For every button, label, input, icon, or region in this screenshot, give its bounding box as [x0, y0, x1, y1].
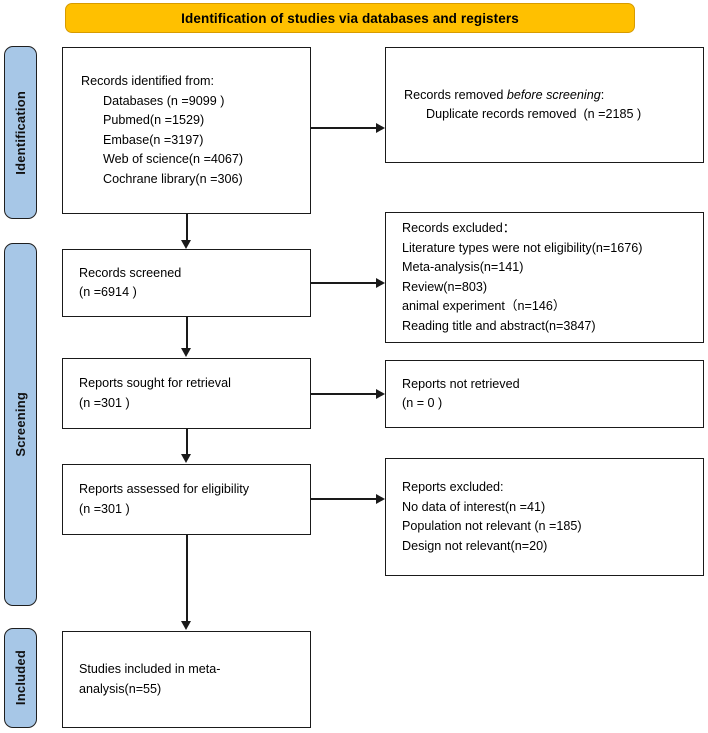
stage-label-included-text: Included: [13, 650, 28, 706]
records-removed-line-1-suffix: :: [600, 87, 605, 102]
connector-screened-to-excluded: [311, 282, 376, 284]
records-identified-line-2: Databases (n =9099 ): [103, 93, 225, 108]
box-records-screened: Records screened (n =6914 ): [62, 249, 311, 317]
arrowhead-sought-to-not-retrieved: [376, 388, 385, 399]
records-excluded-line-2: Literature types were not eligibility(n=…: [402, 240, 643, 255]
box-records-excluded-content: Records excluded： Literature types were …: [386, 219, 703, 336]
box-reports-sought-content: Reports sought for retrieval (n =301 ): [63, 374, 310, 413]
box-reports-assessed: Reports assessed for eligibility (n =301…: [62, 464, 311, 535]
records-screened-line-1: Records screened: [79, 265, 182, 280]
studies-included-line-1: Studies included in meta-: [79, 662, 221, 676]
reports-not-retrieved-line-2: (n = 0 ): [402, 396, 443, 410]
reports-excluded-line-4: Design not relevant(n=20): [402, 538, 548, 553]
box-records-identified-content: Records identified from: Databases (n =9…: [63, 72, 310, 189]
stage-label-identification-text: Identification: [13, 90, 28, 175]
records-excluded-line-1: Records excluded：: [402, 221, 516, 235]
box-reports-excluded: Reports excluded: No data of interest(n …: [385, 458, 704, 576]
box-reports-not-retrieved: Reports not retrieved (n = 0 ): [385, 360, 704, 428]
studies-included-line-2: analysis(n=55): [79, 681, 162, 696]
connector-identified-to-screened: [186, 214, 188, 241]
arrowhead-screened-to-excluded: [376, 277, 385, 288]
reports-assessed-line-1: Reports assessed for eligibility: [79, 482, 250, 496]
records-removed-line-2: Duplicate records removed (n =2185 ): [426, 107, 642, 121]
reports-excluded-line-3: Population not relevant (n =185): [402, 519, 582, 533]
arrowhead-identified-to-removed: [376, 122, 385, 133]
records-excluded-line-4: Review(n=803): [402, 279, 488, 294]
arrowhead-assessed-to-excluded: [376, 493, 385, 504]
records-identified-line-4: Embase(n =3197): [103, 132, 204, 147]
reports-sought-line-1: Reports sought for retrieval: [79, 376, 231, 390]
records-excluded-line-5: animal experiment（n=146）: [402, 299, 566, 313]
records-identified-line-3: Pubmed(n =1529): [103, 113, 205, 127]
records-excluded-line-3: Meta-analysis(n=141): [402, 260, 524, 274]
reports-excluded-line-1: Reports excluded:: [402, 480, 504, 494]
records-removed-line-1-prefix: Records removed: [404, 87, 507, 102]
records-identified-line-5: Web of science(n =4067): [103, 152, 244, 166]
connector-sought-to-assessed: [186, 429, 188, 455]
box-studies-included-content: Studies included in meta- analysis(n=55): [63, 660, 310, 699]
reports-assessed-line-2: (n =301 ): [79, 501, 130, 516]
reports-sought-line-2: (n =301 ): [79, 395, 130, 410]
connector-identified-to-removed: [311, 127, 376, 129]
banner-title: Identification of studies via databases …: [181, 10, 519, 26]
identification-banner: Identification of studies via databases …: [65, 3, 635, 33]
connector-sought-to-not-retrieved: [311, 393, 376, 395]
connector-screened-to-sought: [186, 317, 188, 349]
box-reports-excluded-content: Reports excluded: No data of interest(n …: [386, 478, 703, 556]
stage-label-screening-text: Screening: [13, 392, 28, 457]
stage-label-identification: Identification: [4, 46, 37, 219]
box-studies-included: Studies included in meta- analysis(n=55): [62, 631, 311, 728]
connector-assessed-to-excluded: [311, 498, 376, 500]
reports-not-retrieved-line-1: Reports not retrieved: [402, 376, 520, 391]
box-records-excluded: Records excluded： Literature types were …: [385, 212, 704, 343]
records-screened-line-2: (n =6914 ): [79, 285, 137, 299]
box-records-removed: Records removed before screening: Duplic…: [385, 47, 704, 163]
box-records-removed-content: Records removed before screening: Duplic…: [386, 86, 703, 125]
arrowhead-screened-to-sought: [181, 348, 191, 357]
box-records-screened-content: Records screened (n =6914 ): [63, 264, 310, 303]
arrowhead-sought-to-assessed: [181, 454, 191, 463]
stage-label-screening: Screening: [4, 243, 37, 606]
records-identified-line-6: Cochrane library(n =306): [103, 171, 243, 186]
stage-label-included: Included: [4, 628, 37, 728]
reports-excluded-line-2: No data of interest(n =41): [402, 499, 546, 514]
records-removed-line-1: Records removed before screening:: [404, 86, 703, 106]
arrowhead-assessed-to-included: [181, 621, 191, 630]
records-identified-line-1: Records identified from:: [81, 74, 214, 88]
box-reports-assessed-content: Reports assessed for eligibility (n =301…: [63, 480, 310, 519]
arrowhead-identified-to-screened: [181, 240, 191, 249]
records-excluded-line-6: Reading title and abstract(n=3847): [402, 318, 596, 333]
box-reports-sought: Reports sought for retrieval (n =301 ): [62, 358, 311, 429]
connector-assessed-to-included: [186, 535, 188, 622]
box-records-identified: Records identified from: Databases (n =9…: [62, 47, 311, 214]
records-removed-line-1-emphasis: before screening: [506, 87, 601, 102]
box-reports-not-retrieved-content: Reports not retrieved (n = 0 ): [386, 375, 703, 414]
